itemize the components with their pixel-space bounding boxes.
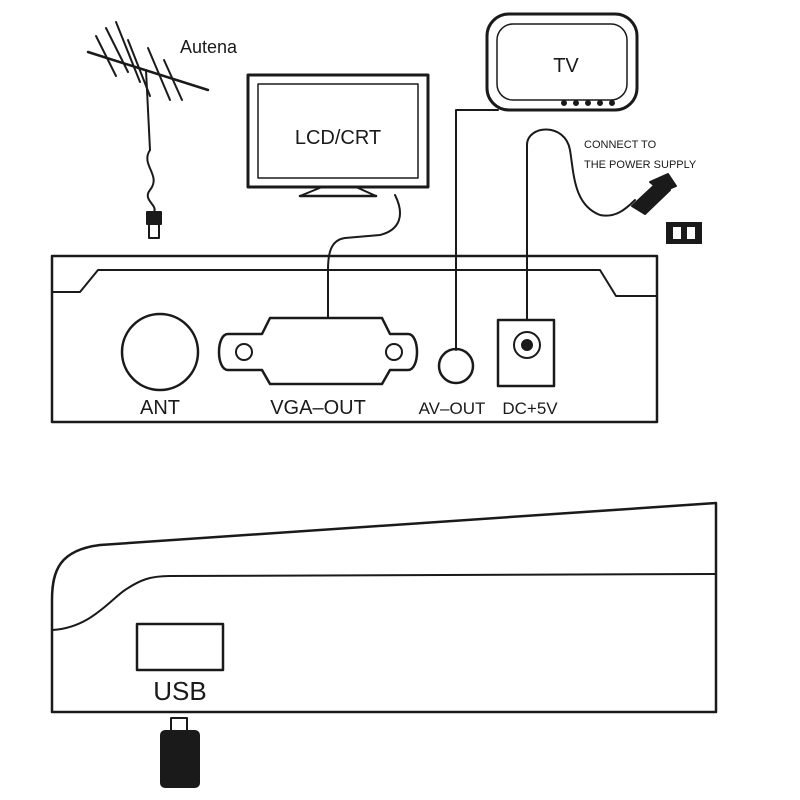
antenna-icon [86,21,210,239]
wall-outlet-icon [666,222,702,244]
power-label-line2: THE POWER SUPPLY [584,159,697,171]
dc-port [496,318,556,388]
monitor-label: LCD/CRT [295,127,381,149]
usb-port-label: USB [153,676,206,706]
receiver-front-panel [50,501,718,714]
receiver-back-panel [50,254,659,424]
power-adapter-icon [631,173,677,215]
monitor-icon [246,73,430,198]
usb-port [135,622,225,672]
power-label-line1: CONNECT TO [584,139,657,151]
vga-port-label: VGA–OUT [270,397,366,419]
av-port-label: AV–OUT [419,399,486,418]
vga-port [217,316,419,386]
av-port [437,347,475,385]
av-cable [455,109,499,351]
tv-icon [485,12,639,112]
tv-label: TV [553,55,579,77]
antenna-label: Autena [180,37,238,57]
ant-port-label: ANT [140,397,180,419]
dc-port-label: DC+5V [502,399,558,418]
usb-stick-icon [160,717,200,788]
vga-cable [327,194,401,319]
power-cable [526,128,636,321]
ant-port [120,312,200,392]
